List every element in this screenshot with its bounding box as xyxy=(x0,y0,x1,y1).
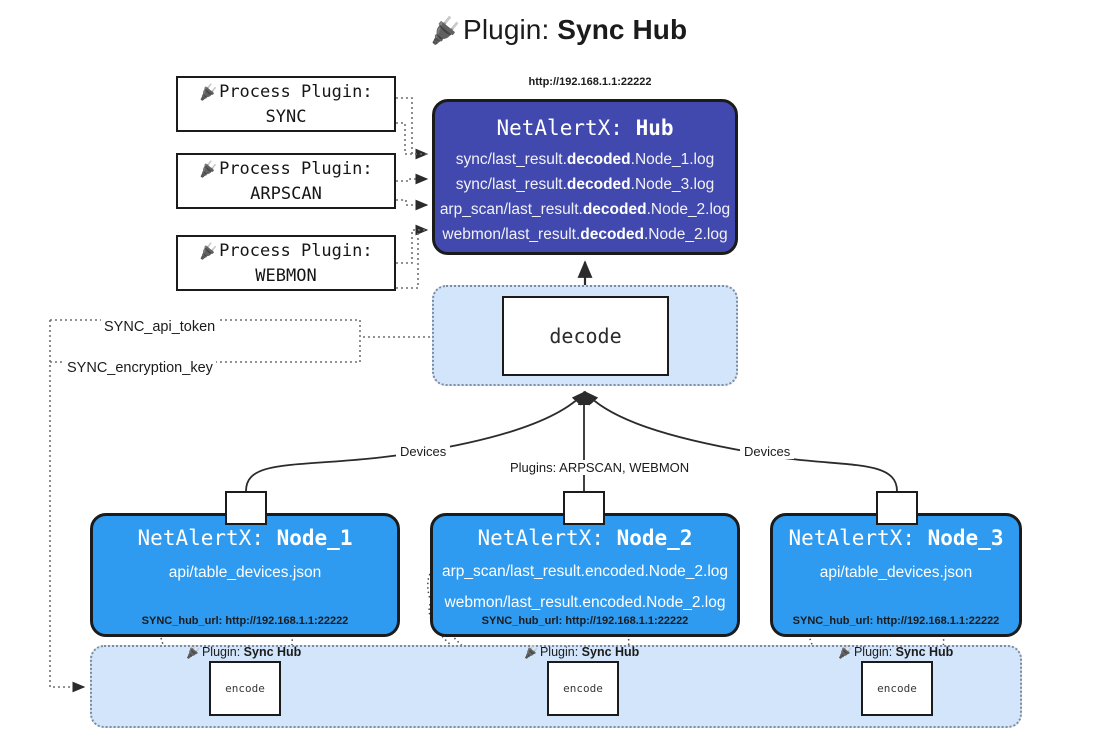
hub-log-row: arp_scan/last_result.decoded.Node_2.log xyxy=(435,197,735,222)
hub-title-prefix: NetAlertX: xyxy=(496,116,636,140)
plug-icon: 🔌 xyxy=(198,241,219,261)
encode-node-1[interactable]: encode xyxy=(209,661,281,716)
node-title-prefix: NetAlertX: xyxy=(477,526,617,550)
hub-row-post: .Node_2.log xyxy=(646,201,731,218)
hub-row-pre: sync/last_result. xyxy=(455,151,567,168)
process-plugin-label: Process Plugin: xyxy=(219,241,373,261)
encode-plugin-caption: 🔌Plugin: Sync Hub xyxy=(523,644,640,660)
node-title-prefix: NetAlertX: xyxy=(788,526,928,550)
node-title-name: Node_3 xyxy=(927,526,1004,550)
encode-node-3[interactable]: encode xyxy=(861,661,933,716)
encode-caption-prefix: Plugin: xyxy=(201,645,244,659)
node-node_1[interactable]: NetAlertX: Node_1 api/table_devices.json… xyxy=(90,513,400,637)
node-footer: SYNC_hub_url: http://192.168.1.1:22222 xyxy=(481,615,689,627)
plug-icon: 🔌 xyxy=(198,159,219,179)
process-plugin-line1: 🔌Process Plugin: xyxy=(178,80,394,105)
hub-row-pre: sync/last_result. xyxy=(455,176,567,193)
process-plugin-line1: 🔌Process Plugin: xyxy=(178,239,394,264)
node-footer: SYNC_hub_url: http://192.168.1.1:22222 xyxy=(141,615,349,627)
process-plugin-name: SYNC xyxy=(265,107,307,127)
hub-row-pre: arp_scan/last_result. xyxy=(439,201,583,218)
title-name: Sync Hub xyxy=(557,14,688,45)
title-prefix: Plugin: xyxy=(463,14,558,45)
encode-plugin-caption: 🔌Plugin: Sync Hub xyxy=(185,644,302,660)
node-row: api/table_devices.json xyxy=(819,564,973,581)
hub-title: NetAlertX: Hub xyxy=(435,116,735,140)
plug-icon: 🔌 xyxy=(185,644,202,660)
process-plugin-name: ARPSCAN xyxy=(250,184,322,204)
sync-api-token-label: SYNC_api_token xyxy=(101,319,219,335)
encode-node-2[interactable]: encode xyxy=(547,661,619,716)
node-footer: SYNC_hub_url: http://192.168.1.1:22222 xyxy=(792,615,1000,627)
hub-log-row: sync/last_result.decoded.Node_1.log xyxy=(435,147,735,172)
envelope-icon xyxy=(225,491,267,525)
encode-caption-prefix: Plugin: xyxy=(853,645,896,659)
node-row: api/table_devices.json xyxy=(168,564,322,581)
page-title: 🔌Plugin: Sync Hub xyxy=(0,14,1117,47)
hub-row-post: .Node_3.log xyxy=(630,176,715,193)
node-title-prefix: NetAlertX: xyxy=(137,526,277,550)
process-plugin-label: Process Plugin: xyxy=(219,82,373,102)
process-plugin-label: Process Plugin: xyxy=(219,159,373,179)
node-row: arp_scan/last_result.encoded.Node_2.log xyxy=(441,563,729,580)
hub-node[interactable]: NetAlertX: Hub sync/last_result.decoded.… xyxy=(432,99,738,255)
hub-row-em: decoded xyxy=(566,151,631,168)
hub-log-row: sync/last_result.decoded.Node_3.log xyxy=(435,172,735,197)
process-plugin-webmon[interactable]: 🔌Process Plugin: WEBMON xyxy=(176,235,396,291)
edge-label-devices-left: Devices xyxy=(396,444,451,459)
hub-row-em: decoded xyxy=(580,226,644,243)
node-title: NetAlertX: Node_2 xyxy=(433,526,737,550)
node-node_3[interactable]: NetAlertX: Node_3 api/table_devices.json… xyxy=(770,513,1022,637)
hub-row-post: .Node_2.log xyxy=(643,226,728,243)
decode-node[interactable]: decode xyxy=(502,296,669,376)
edge-label-devices-right: Devices xyxy=(740,444,795,459)
plug-icon: 🔌 xyxy=(428,15,463,47)
hub-row-em: decoded xyxy=(582,201,647,218)
node-title: NetAlertX: Node_3 xyxy=(773,526,1019,550)
hub-log-row: webmon/last_result.decoded.Node_2.log xyxy=(435,222,735,247)
hub-url-label: http://192.168.1.1:22222 xyxy=(528,76,652,88)
node-title-name: Node_1 xyxy=(276,526,353,550)
plug-icon: 🔌 xyxy=(523,644,540,660)
hub-row-pre: webmon/last_result. xyxy=(442,226,581,243)
envelope-icon xyxy=(563,491,605,525)
plug-icon: 🔌 xyxy=(198,82,219,102)
hub-row-em: decoded xyxy=(566,176,631,193)
hub-row-post: .Node_1.log xyxy=(630,151,715,168)
node-node_2[interactable]: NetAlertX: Node_2 arp_scan/last_result.e… xyxy=(430,513,740,637)
encode-plugin-caption: 🔌Plugin: Sync Hub xyxy=(837,644,954,660)
process-plugin-line1: 🔌Process Plugin: xyxy=(178,157,394,182)
edge-label-plugins: Plugins: ARPSCAN, WEBMON xyxy=(506,460,694,475)
hub-title-name: Hub xyxy=(635,116,674,140)
process-plugin-name: WEBMON xyxy=(255,266,317,286)
node-title-name: Node_2 xyxy=(616,526,693,550)
process-plugin-arpscan[interactable]: 🔌Process Plugin: ARPSCAN xyxy=(176,153,396,209)
encode-caption-name: Sync Hub xyxy=(581,645,640,659)
envelope-icon xyxy=(876,491,918,525)
node-title: NetAlertX: Node_1 xyxy=(93,526,397,550)
process-plugin-sync[interactable]: 🔌Process Plugin: SYNC xyxy=(176,76,396,132)
encode-caption-name: Sync Hub xyxy=(243,645,302,659)
sync-encryption-key-label: SYNC_encryption_key xyxy=(64,360,216,376)
plug-icon: 🔌 xyxy=(837,644,854,660)
encode-caption-prefix: Plugin: xyxy=(539,645,582,659)
node-row: webmon/last_result.encoded.Node_2.log xyxy=(444,594,726,611)
encode-caption-name: Sync Hub xyxy=(895,645,954,659)
